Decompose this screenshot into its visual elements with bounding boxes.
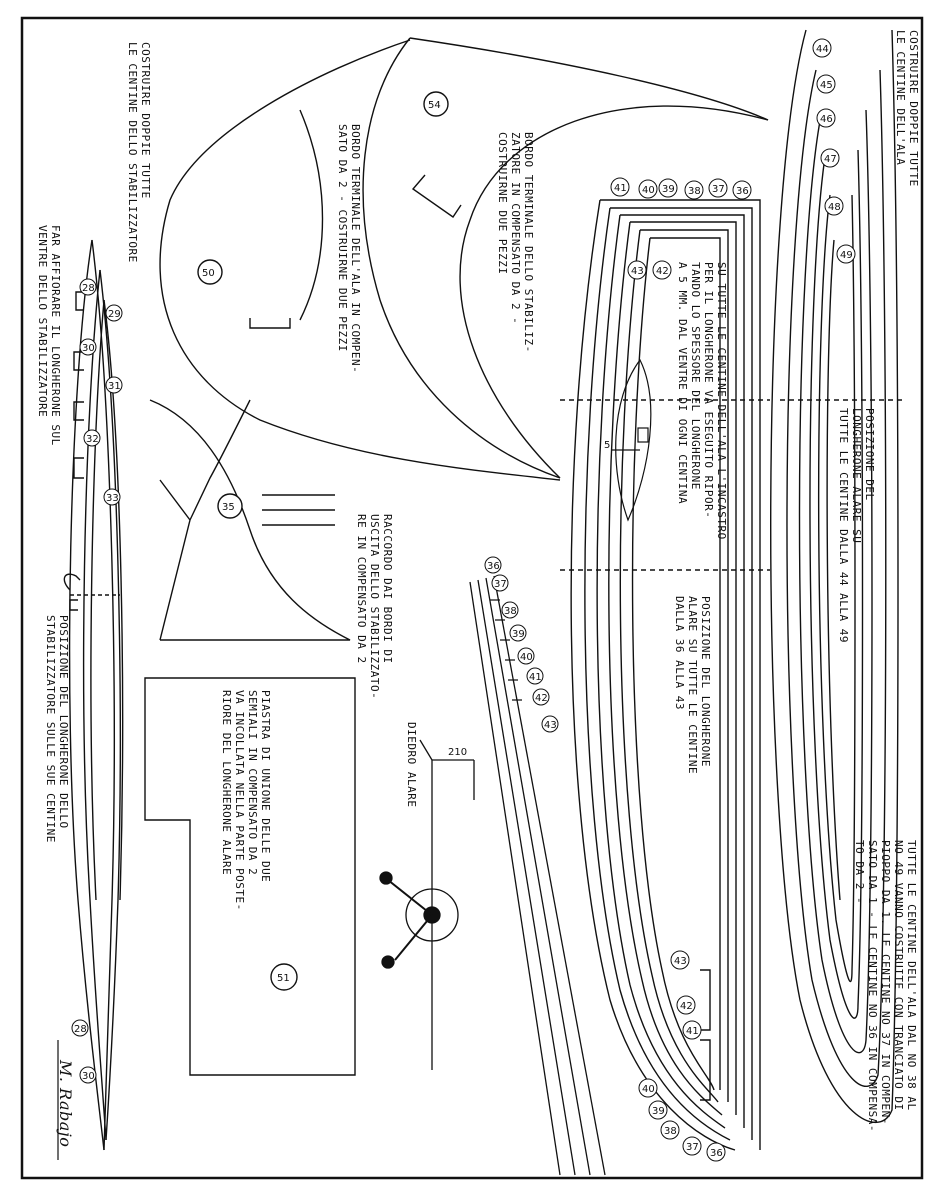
fairing-part-35 bbox=[149, 399, 351, 641]
spar-strips bbox=[469, 575, 606, 1176]
strip-rib-labels: 36 37 38 39 40 41 42 43 bbox=[484, 556, 559, 733]
note-all-ribs: TUTTE LE CENTINE DELL'ALA DAL No 38 AL N… bbox=[853, 840, 918, 1133]
signature: M. Rabajo bbox=[56, 1060, 75, 1148]
wing-rib-number: 38 bbox=[664, 1126, 677, 1137]
wing-rib-labels-top: 41 40 39 38 37 36 43 42 bbox=[610, 177, 752, 280]
wing-rib-number: 47 bbox=[824, 154, 837, 165]
wing-rib-number: 37 bbox=[686, 1142, 699, 1153]
sheet-border bbox=[20, 16, 924, 1180]
wing-rib-number: 40 bbox=[642, 1084, 655, 1095]
strip-rib-number: 42 bbox=[535, 693, 548, 704]
wing-rib-number: 40 bbox=[642, 185, 655, 196]
note-stab-tip: BORDO TERMINALE DELLO STABILIZ- ZATORE I… bbox=[496, 132, 535, 353]
stab-tip-part-50 bbox=[159, 39, 561, 481]
strip-rib-number: 37 bbox=[494, 579, 507, 590]
wing-rib-number: 49 bbox=[840, 250, 853, 261]
stab-rib-number: 28 bbox=[82, 283, 95, 294]
wing-rib-number: 38 bbox=[688, 186, 701, 197]
note-stab-spar-position: POSIZIONE DEL LONGHERONE DELLO STABILIZZ… bbox=[44, 615, 70, 843]
wing-rib-number: 37 bbox=[712, 184, 725, 195]
strip-rib-number: 43 bbox=[544, 720, 557, 731]
stab-rib-number: 30 bbox=[82, 1071, 95, 1082]
stab-rib-number: 29 bbox=[108, 309, 121, 320]
strip-rib-number: 41 bbox=[529, 672, 542, 683]
note-spar-44-49: POSIZIONE DEL LONGHERONE ALARE SU TUTTE … bbox=[837, 408, 876, 644]
part-number-51: 51 bbox=[277, 973, 290, 984]
wing-rib-number: 36 bbox=[736, 186, 749, 197]
stab-rib-labels: 28 29 30 31 32 33 28 30 bbox=[71, 278, 123, 1084]
wing-rib-number: 39 bbox=[652, 1106, 665, 1117]
wing-rib-number: 42 bbox=[680, 1001, 693, 1012]
note-fairing: RACCORDO DAI BORDI DI USCITA DELLO STABI… bbox=[355, 514, 394, 700]
wing-rib-number: 39 bbox=[662, 184, 675, 195]
label-dihedral: DIEDRO ALARE bbox=[405, 722, 418, 808]
note-double-wing-ribs: COSTRUIRE DOPPIE TUTTE LE CENTINE DELL'A… bbox=[894, 30, 920, 187]
wing-rib-number: 42 bbox=[656, 266, 669, 277]
dihedral-front-view bbox=[379, 739, 475, 1070]
part-number-35: 35 bbox=[222, 502, 235, 513]
stab-rib-number: 32 bbox=[86, 434, 99, 445]
stab-rib-number: 31 bbox=[108, 381, 121, 392]
stab-rib-number: 28 bbox=[74, 1024, 87, 1035]
wing-rib-number: 43 bbox=[631, 266, 644, 277]
wing-rib-labels-bottom: 43 42 41 40 39 38 37 36 bbox=[638, 950, 726, 1162]
dimension-5: 5 bbox=[604, 440, 610, 451]
strip-rib-number: 39 bbox=[512, 629, 525, 640]
dihedral-value: 210 bbox=[448, 747, 467, 758]
stab-rib-number: 33 bbox=[106, 493, 119, 504]
strip-rib-number: 38 bbox=[504, 606, 517, 617]
note-wing-tip: BORDO TERMINALE DELL'ALA IN COMPEN- SATO… bbox=[336, 124, 362, 374]
wing-rib-number: 48 bbox=[828, 202, 841, 213]
part-number-54: 54 bbox=[428, 100, 441, 111]
joining-plate-51 bbox=[144, 677, 356, 1076]
wing-rib-number: 36 bbox=[710, 1148, 723, 1159]
strip-rib-number: 36 bbox=[487, 561, 500, 572]
note-notch: SU TUTTE LE CENTINE DELL'ALA L'INCASTRO … bbox=[676, 262, 728, 540]
wing-rib-labels-large: 44 45 46 47 48 49 bbox=[812, 38, 856, 264]
note-joining-plate: PIASTRA DI UNIONE DELLE DUE SEMIALI IN C… bbox=[220, 690, 272, 911]
strip-rib-number: 40 bbox=[520, 652, 533, 663]
wing-rib-number: 41 bbox=[614, 183, 627, 194]
wing-tip-part-54 bbox=[362, 37, 769, 479]
wing-rib-number: 45 bbox=[820, 80, 833, 91]
wing-rib-number: 44 bbox=[816, 44, 829, 55]
note-double-stab-ribs: COSTRUIRE DOPPIE TUTTE LE CENTINE DELLO … bbox=[126, 42, 152, 263]
stab-rib-number: 30 bbox=[82, 343, 95, 354]
wing-rib-number: 46 bbox=[820, 114, 833, 125]
wing-ribs-44-49 bbox=[770, 29, 905, 1124]
note-spar-36-43: POSIZIONE DEL LONGHERONE ALARE SU TUTTE … bbox=[673, 596, 712, 775]
stabilizer-ribs bbox=[63, 239, 124, 1151]
notch-detail-profile bbox=[612, 358, 652, 522]
note-stab-spar-flush: FAR AFFIORARE IL LONGHERONE SUL VENTRE D… bbox=[36, 225, 62, 446]
wing-rib-number: 43 bbox=[674, 956, 687, 967]
part-number-50: 50 bbox=[202, 268, 215, 279]
wing-ribs-36-43 bbox=[560, 199, 770, 1151]
wing-rib-number: 41 bbox=[686, 1026, 699, 1037]
